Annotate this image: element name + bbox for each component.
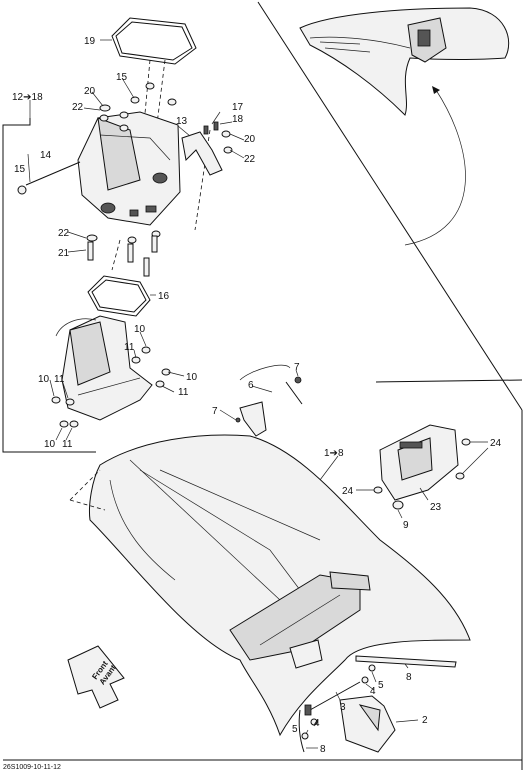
seat-shell [89, 434, 471, 737]
diagram-code: 26S1009-10-11-12 [3, 764, 61, 771]
callout-14: 14 [40, 150, 52, 161]
part-8-strips [298, 655, 457, 753]
callout-11-top: 11 [124, 342, 135, 353]
callout-10-bottom: 10 [44, 439, 56, 450]
group-label-12-18: 12➔18 [12, 92, 43, 103]
lower-bracket [55, 315, 153, 421]
callout-24-left: 24 [342, 486, 354, 497]
callout-10-left: 10 [38, 374, 50, 385]
callout-8-right: 8 [406, 672, 412, 683]
callout-19: 19 [84, 36, 96, 47]
callout-16: 16 [158, 291, 170, 302]
callout-10-top: 10 [134, 324, 146, 335]
callout-4-left: 4 [314, 718, 320, 729]
callout-10-right: 10 [186, 372, 198, 383]
callout-15: 15 [116, 72, 128, 83]
rear-housing-detail [299, 7, 510, 246]
callout-5-left: 5 [292, 724, 298, 735]
leader-curve [404, 89, 466, 246]
callout-22-lower: 22 [58, 228, 70, 239]
callout-4-right: 4 [370, 686, 376, 697]
leader-lines [27, 77, 489, 749]
part-19-gasket [100, 17, 197, 65]
callout-20: 20 [84, 86, 96, 97]
callout-11-bottom: 11 [62, 439, 73, 450]
callout-17: 17 [232, 102, 244, 113]
frame-line-mid [375, 379, 523, 383]
callout-22-right: 22 [244, 154, 256, 165]
callout-13: 13 [176, 116, 188, 127]
callout-21: 21 [58, 248, 70, 259]
part-13-bracket [181, 121, 223, 176]
callout-labels: 19 15 20 22 12➔18 17 13 18 20 22 14 15 2… [12, 36, 502, 755]
hardware-washers [17, 82, 233, 277]
front-arrow [67, 645, 125, 709]
callout-23: 23 [430, 502, 442, 513]
frame-diagonal-top [257, 1, 523, 411]
part-14-rod [25, 161, 81, 186]
callout-9: 9 [403, 520, 409, 531]
callout-11-left: 11 [54, 374, 65, 385]
screws-10-11 [51, 346, 171, 428]
group-label-1-8: 1➔8 [324, 448, 344, 459]
part-23-housing [373, 424, 471, 510]
callout-7-left: 7 [212, 406, 218, 417]
callout-15-left: 15 [14, 164, 26, 175]
callout-18: 18 [232, 114, 244, 125]
callout-7-top: 7 [294, 362, 300, 373]
part-2-5-hardware [289, 639, 396, 753]
callout-22: 22 [72, 102, 84, 113]
callout-5-right: 5 [378, 680, 384, 691]
callout-20-right: 20 [244, 134, 256, 145]
callout-8-bottom: 8 [320, 744, 326, 755]
callout-11-right: 11 [178, 387, 189, 398]
callout-6: 6 [248, 380, 254, 391]
part-16-gasket [87, 275, 156, 317]
callout-24-right: 24 [490, 438, 502, 449]
callout-2: 2 [422, 715, 428, 726]
callout-3: 3 [340, 702, 346, 713]
upper-bracket-assembly [77, 111, 181, 226]
group-bracket-12-18 [2, 118, 96, 453]
